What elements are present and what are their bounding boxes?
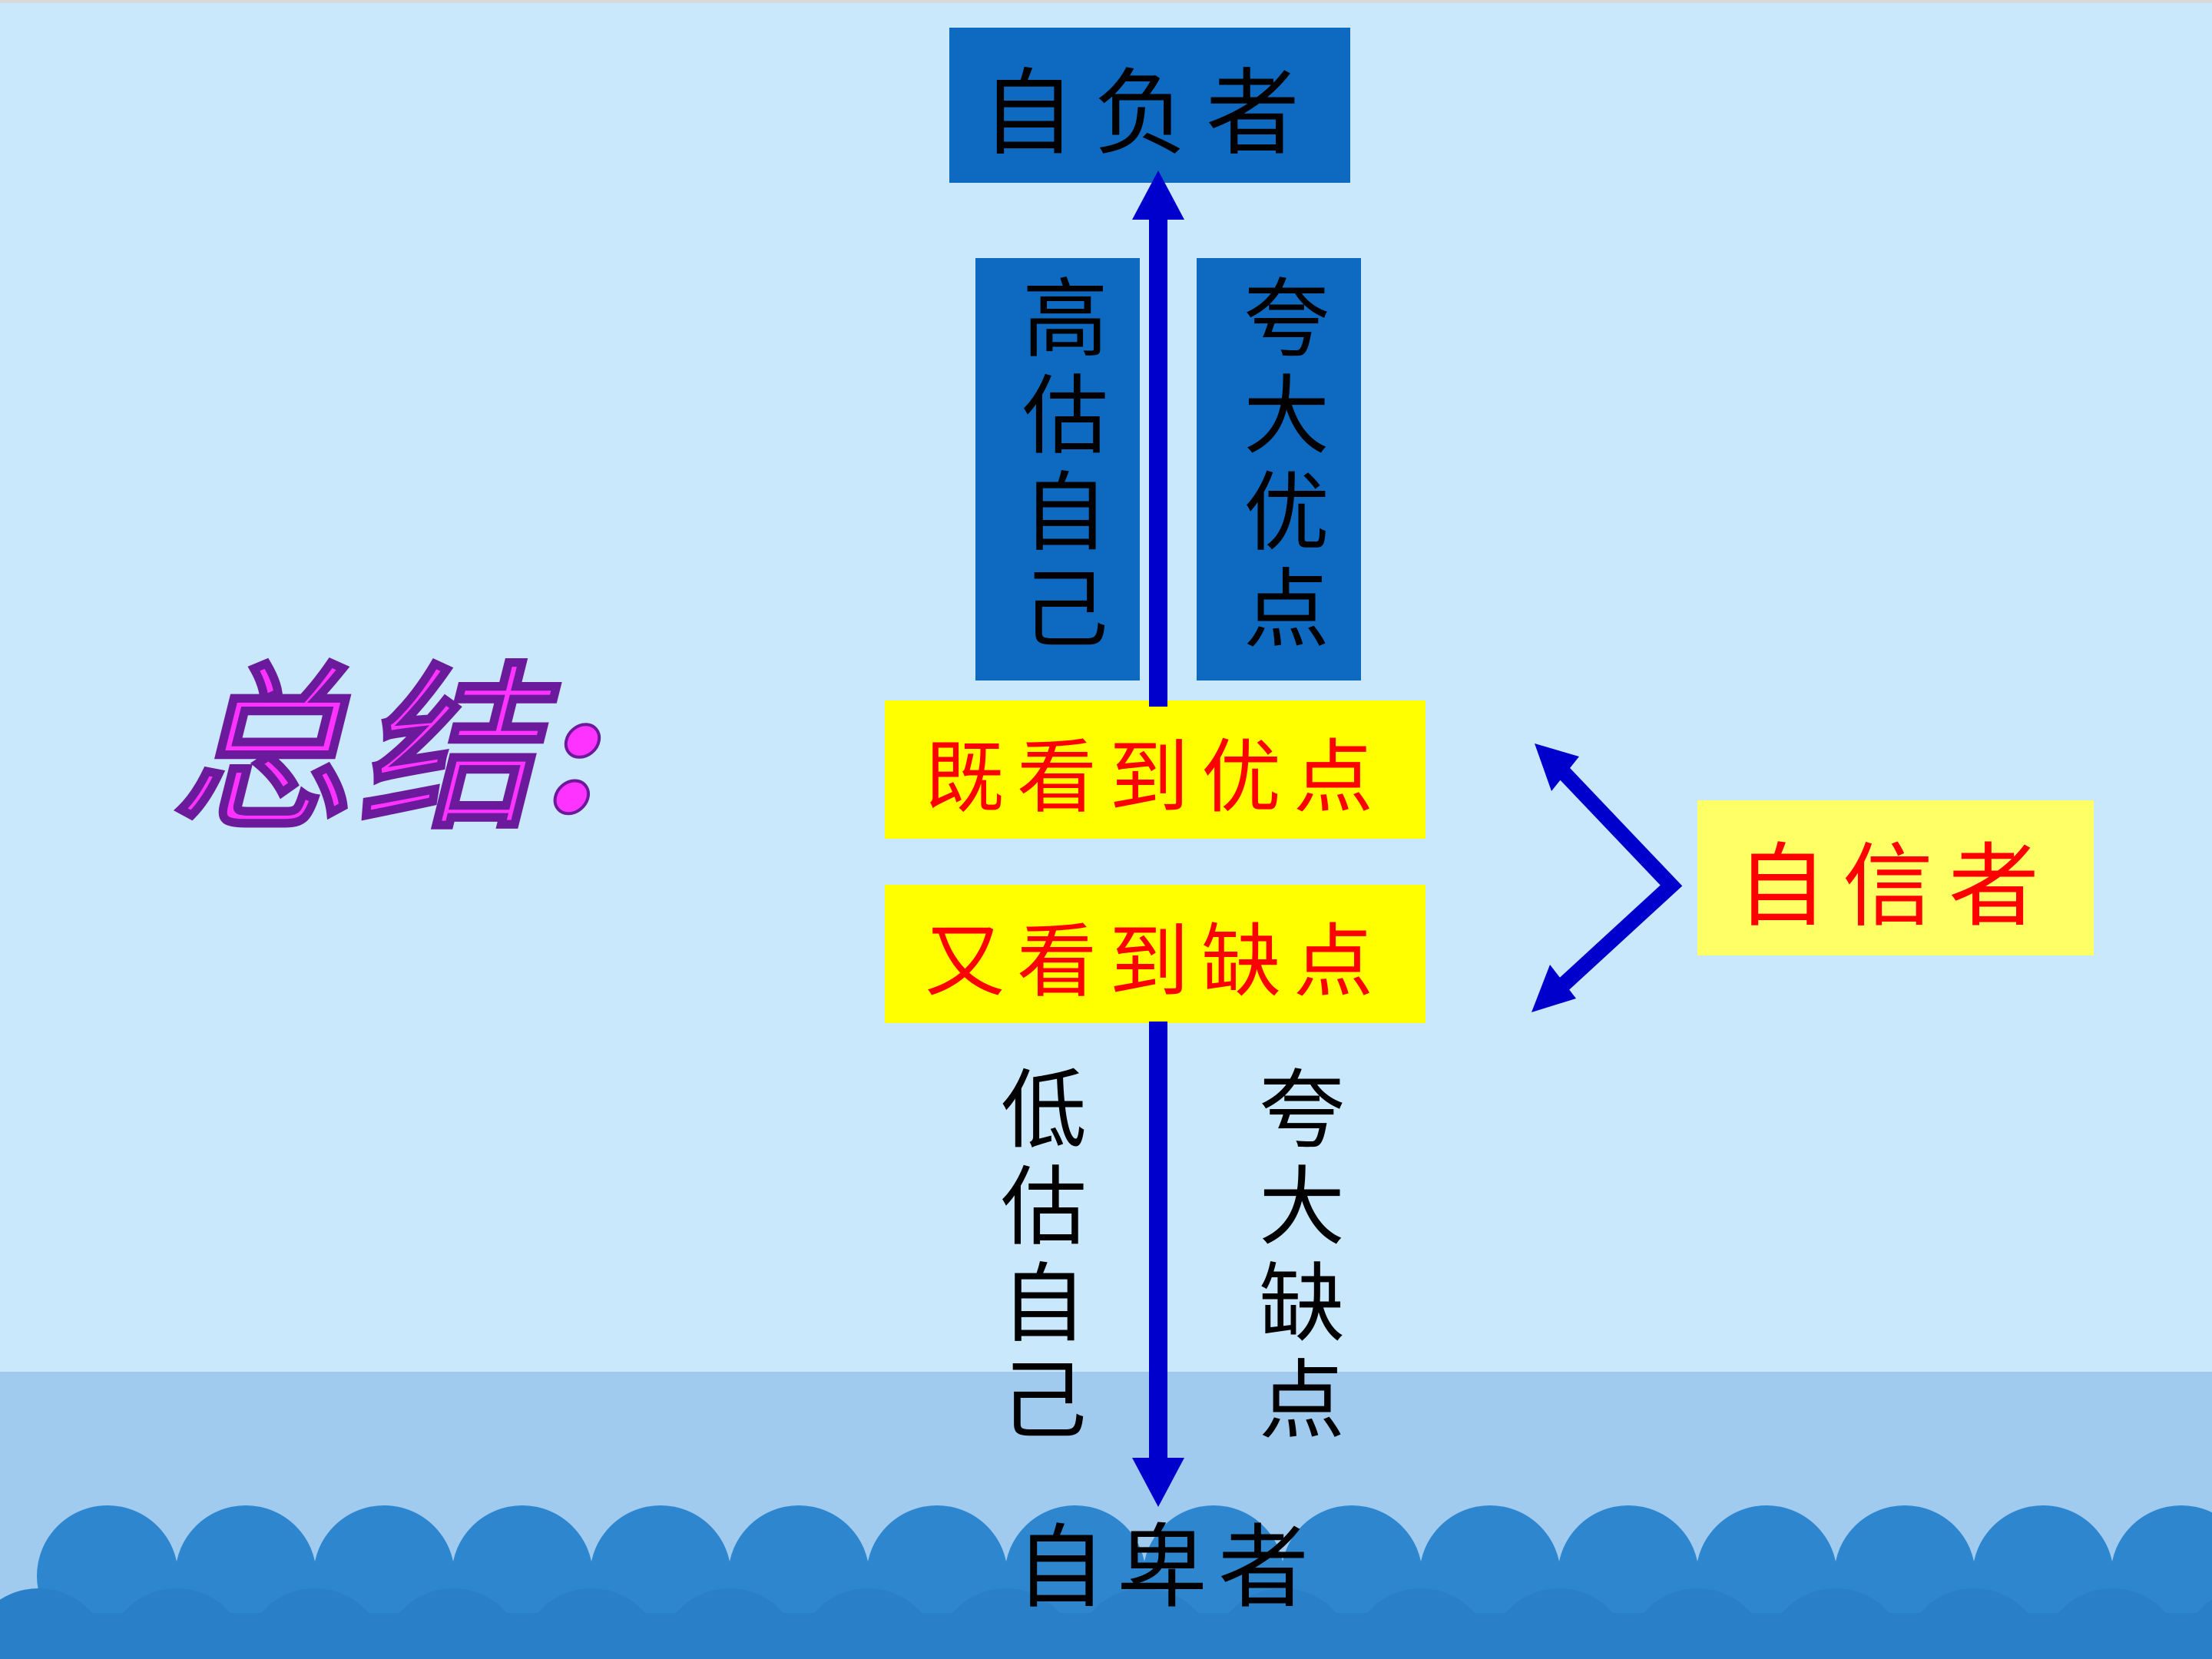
middle-box-strengths-label: 既看到优点 (924, 730, 1386, 824)
bracket-arrow (1542, 751, 1683, 1005)
summary-title: 总结: (171, 644, 619, 855)
middle-box-strengths: 既看到优点 (885, 700, 1426, 839)
right-box-label: 自信者 (1736, 833, 2055, 939)
middle-box-weaknesses: 又看到缺点 (885, 885, 1426, 1023)
up-arrow-head (1132, 171, 1184, 220)
middle-box-weaknesses-label: 又看到缺点 (924, 914, 1386, 1008)
bottom-label: 自卑者 (1015, 1514, 1320, 1621)
bottom-label-box: 自卑者 (1006, 1505, 1329, 1621)
upper-left-box: 高估自己 (975, 258, 1140, 680)
upper-left-label: 高估自己 (1008, 273, 1108, 661)
top-border (0, 0, 2212, 3)
lower-left-label: 低估自己 (986, 1065, 1086, 1452)
top-box-label: 自负者 (982, 58, 1318, 168)
down-arrow-head (1132, 1458, 1184, 1507)
bracket-arrow-head-down (1532, 965, 1576, 1012)
bracket-arrow-head-up (1535, 743, 1579, 791)
lower-right-label: 夸大缺点 (1244, 1065, 1344, 1452)
top-box-conceited: 自负者 (949, 28, 1350, 183)
upper-right-box: 夸大优点 (1197, 258, 1361, 680)
wave-base (0, 1613, 2212, 1659)
right-box-confident: 自信者 (1697, 800, 2094, 955)
upper-right-label: 夸大优点 (1229, 273, 1329, 661)
